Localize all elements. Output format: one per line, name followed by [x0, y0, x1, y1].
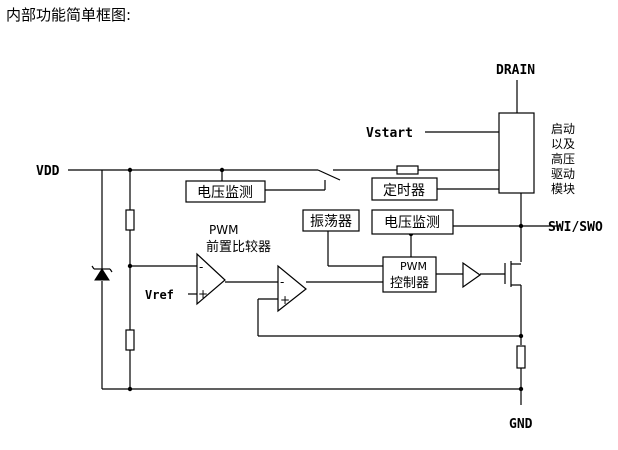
pwm-controller-label-line2: 控制器 [390, 276, 429, 291]
comparator1-plus-sign: + [198, 287, 208, 301]
pin-swi-swo-label: SWI/SWO [548, 220, 603, 235]
gate-driver-buffer-symbol [462, 261, 482, 289]
voltage-monitor-2-box [371, 209, 454, 235]
vref-label: Vref [145, 288, 174, 302]
resistor-startup [396, 165, 419, 175]
svg-text:驱动: 驱动 [551, 167, 575, 181]
diagram-heading: 内部功能简单框图: [6, 6, 132, 24]
pin-vdd-label: VDD [36, 164, 60, 179]
pin-drain-label: DRAIN [496, 63, 535, 78]
opamp2-minus-sign: - [280, 275, 284, 289]
comparator1-minus-sign: - [199, 260, 203, 274]
pwm-precomparator-label-line2: 前置比较器 [206, 239, 271, 255]
zener-diode-symbol [91, 265, 113, 281]
pwm-controller-label-line1: PWM [400, 260, 427, 273]
pwm-precomparator-label-line1: PWM [209, 223, 238, 237]
svg-text:模块: 模块 [551, 182, 575, 196]
timer-box [371, 177, 438, 201]
oscillator-box [302, 209, 360, 232]
error-amplifier-symbol [277, 264, 307, 313]
opamp2-plus-sign: + [280, 293, 290, 307]
voltage-monitor-2-label: 电压监测 [384, 215, 440, 231]
wires [68, 80, 560, 405]
svg-text:启动: 启动 [551, 122, 575, 136]
svg-text:以及: 以及 [551, 137, 575, 151]
resistor-divider-bottom [125, 329, 135, 351]
oscillator-label: 振荡器 [310, 214, 352, 230]
voltage-monitor-1-box [185, 180, 266, 203]
junction-dots [127, 167, 524, 392]
pwm-controller-box [382, 256, 437, 293]
voltage-monitor-1-label: 电压监测 [197, 185, 253, 201]
resistor-sense [516, 345, 526, 369]
startup-block-label: 启动 以及 高压 驱动 模块 [551, 122, 575, 196]
timer-label: 定时器 [383, 183, 425, 199]
pin-gnd-label: GND [509, 417, 533, 432]
pwm-precomparator-symbol [196, 252, 226, 306]
startup-hv-driver-block [498, 112, 535, 194]
svg-text:高压: 高压 [551, 151, 575, 166]
resistor-divider-top [125, 209, 135, 231]
pin-vstart-label: Vstart [366, 126, 413, 141]
